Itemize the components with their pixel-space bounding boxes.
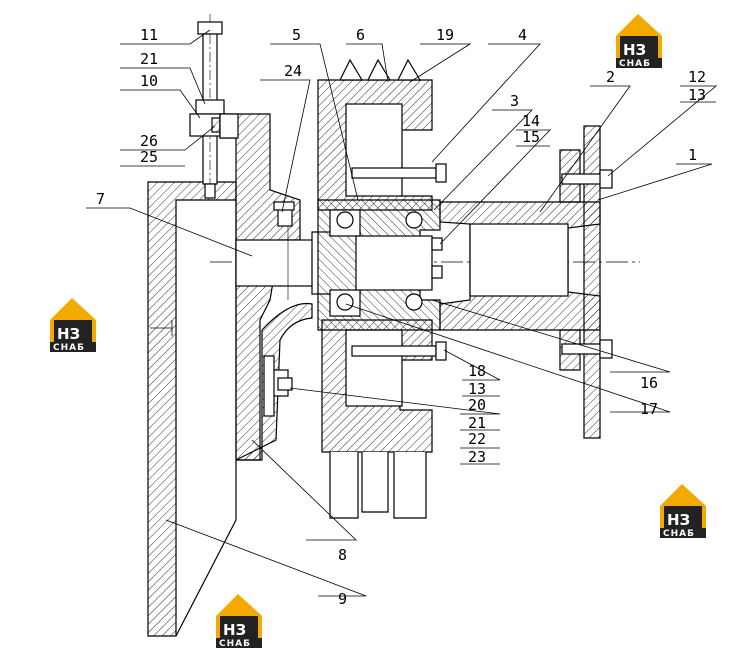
callout-23: 23 — [468, 448, 486, 466]
leader-lines — [86, 29, 718, 597]
mechanical-assembly — [147, 14, 640, 637]
callout-24: 24 — [284, 62, 302, 80]
callout-10: 10 — [140, 72, 158, 90]
callout-20: 20 — [468, 396, 486, 414]
callout-12: 12 — [688, 68, 706, 86]
callout-1: 1 — [688, 146, 697, 164]
callout-labels: 11 21 10 24 26 25 5 6 19 4 3 14 15 2 12 … — [96, 26, 706, 608]
callout-8: 8 — [338, 546, 347, 564]
callout-2: 2 — [606, 68, 615, 86]
callout-14: 14 — [522, 112, 540, 130]
callout-17: 17 — [640, 400, 658, 418]
callout-22: 22 — [468, 430, 486, 448]
callout-3: 3 — [510, 92, 519, 110]
callout-21: 21 — [140, 50, 158, 68]
callout-6: 6 — [356, 26, 365, 44]
callout-15: 15 — [522, 128, 540, 146]
watermark-logo — [660, 484, 706, 539]
callout-18: 18 — [468, 362, 486, 380]
callout-16: 16 — [640, 374, 658, 392]
callout-13: 13 — [688, 86, 706, 104]
watermark-logo — [50, 298, 96, 353]
callout-13: 13 — [468, 380, 486, 398]
callout-19: 19 — [436, 26, 454, 44]
callout-21: 21 — [468, 414, 486, 432]
callout-7: 7 — [96, 190, 105, 208]
callout-26: 26 — [140, 132, 158, 150]
callout-11: 11 — [140, 26, 158, 44]
watermark-logo — [616, 14, 662, 69]
callout-25: 25 — [140, 148, 158, 166]
watermark-logo — [216, 594, 262, 649]
callout-5: 5 — [292, 26, 301, 44]
callout-9: 9 — [338, 590, 347, 608]
callout-4: 4 — [518, 26, 527, 44]
